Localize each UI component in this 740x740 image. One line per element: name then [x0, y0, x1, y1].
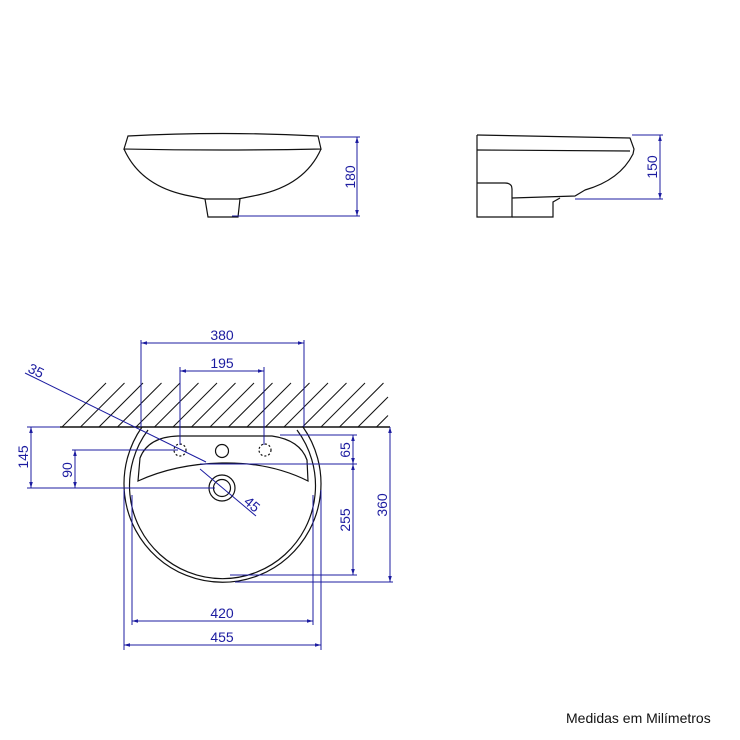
- dimension-label-420: 420: [210, 605, 234, 621]
- dimension-label-145: 145: [15, 445, 31, 469]
- dimension-360: 360: [235, 427, 393, 583]
- dimension-420: 420: [131, 495, 314, 625]
- wall-hatching: [60, 382, 390, 428]
- dimension-label-150: 150: [644, 155, 660, 179]
- dimension-label-90: 90: [59, 462, 75, 478]
- dimension-145: 145: [15, 426, 215, 489]
- hatch-line: [98, 382, 144, 428]
- hatch-line: [117, 382, 162, 428]
- optional-hole-right: [258, 443, 272, 457]
- hatch-line: [357, 396, 389, 428]
- front-elevation-view: [123, 132, 322, 218]
- hatch-line: [61, 382, 107, 428]
- dimension-90: 90: [59, 449, 178, 488]
- dimension-380: 380: [140, 327, 305, 427]
- dimension-180: 180: [232, 136, 360, 217]
- dimension-label-455: 455: [210, 629, 234, 645]
- dimension-label-180: 180: [342, 165, 358, 189]
- hatch-line: [80, 382, 125, 428]
- hatch-line: [154, 382, 199, 428]
- dimension-label-45: 45: [241, 493, 263, 515]
- hatch-line: [246, 382, 292, 428]
- dimension-label-360: 360: [374, 493, 390, 517]
- dimension-label-255: 255: [337, 508, 353, 532]
- dimension-label-65: 65: [337, 442, 353, 458]
- dimension-195: 195: [179, 355, 265, 445]
- dimension-455: 455: [123, 490, 322, 650]
- hatch-line: [302, 382, 347, 428]
- faucet-hole: [214, 443, 230, 459]
- dimension-65: 65: [200, 434, 357, 465]
- hatch-line: [265, 382, 310, 428]
- hatch-line: [283, 382, 329, 428]
- dimension-label-195: 195: [210, 355, 234, 371]
- hatch-line: [135, 382, 181, 428]
- hatch-line: [209, 382, 255, 428]
- dimension-label-380: 380: [210, 327, 234, 343]
- dimension-label-35: 35: [26, 360, 47, 381]
- dimension-255: 255: [230, 464, 357, 576]
- units-note: Medidas em Milímetros: [566, 710, 711, 726]
- side-elevation-view: [476, 134, 635, 218]
- hatch-line: [376, 415, 389, 428]
- hatch-line: [228, 382, 273, 428]
- dimension-150: 150: [575, 134, 663, 200]
- hatch-line: [191, 382, 236, 428]
- dimension-35: 35: [24, 360, 207, 463]
- optional-hole-left: [173, 443, 187, 457]
- hatch-line: [320, 382, 366, 428]
- hatch-line: [339, 382, 384, 428]
